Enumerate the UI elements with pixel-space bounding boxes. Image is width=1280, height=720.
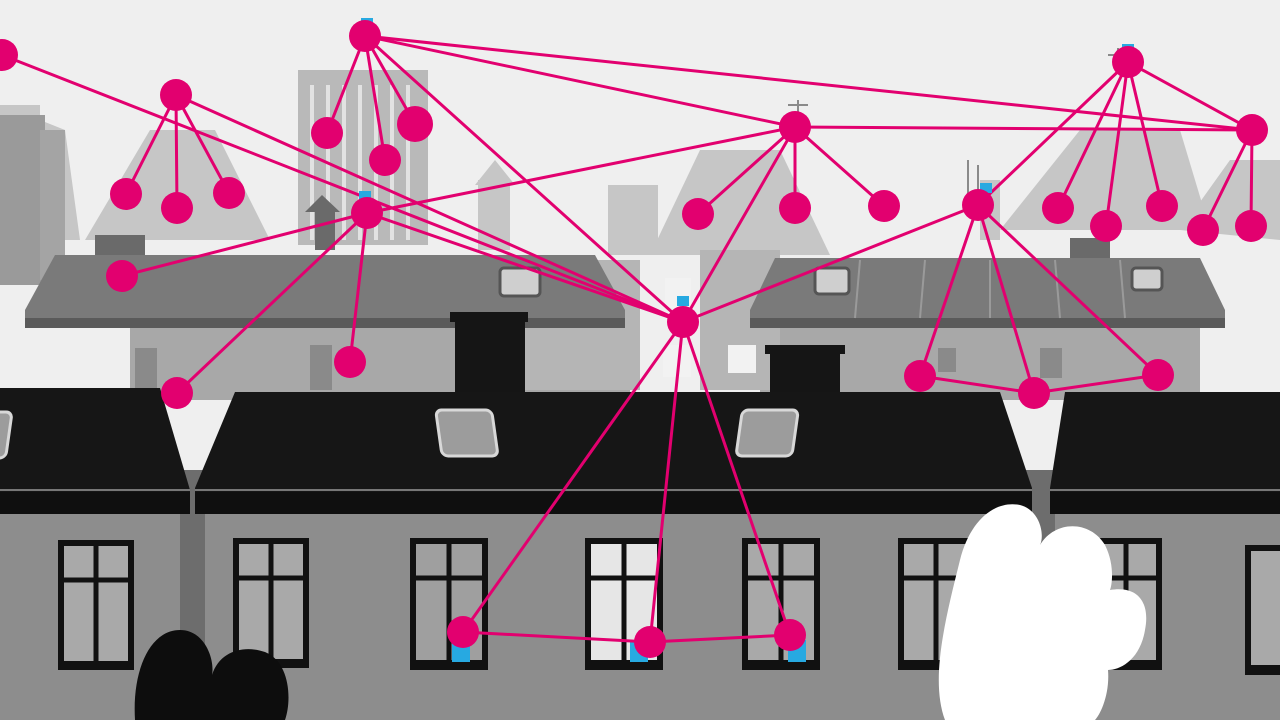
network-leaf-node	[1235, 210, 1267, 242]
network-leaf-node	[1187, 214, 1219, 246]
middle-windows	[135, 278, 1062, 390]
network-link	[793, 125, 1254, 132]
network-link	[648, 633, 792, 644]
network-leaf-node	[1042, 192, 1074, 224]
network-leaf-node	[161, 377, 193, 409]
network-hub-node	[447, 616, 479, 648]
blue-accent	[980, 183, 992, 193]
network-link	[363, 34, 797, 129]
network-hub-node	[774, 619, 806, 651]
network-leaf-node	[779, 192, 811, 224]
network-link	[1056, 60, 1130, 210]
network-leaf-node	[106, 260, 138, 292]
network-leaf-node	[1142, 359, 1174, 391]
network-link	[681, 125, 797, 324]
network-link	[174, 93, 231, 195]
network-hub-node	[634, 626, 666, 658]
network-hub-node	[160, 79, 192, 111]
network-leaf-node	[1146, 190, 1178, 222]
network-leaf-node	[213, 177, 245, 209]
network-link	[365, 211, 685, 324]
network-link	[174, 93, 179, 210]
network-hub-node	[779, 111, 811, 143]
network-hub-node	[667, 306, 699, 338]
network-link	[1032, 373, 1160, 395]
network-link	[976, 203, 1036, 395]
network-leaf-node	[110, 178, 142, 210]
network-leaf-node	[1090, 210, 1122, 242]
window-3	[410, 538, 488, 670]
network-link	[365, 125, 797, 215]
network-link	[175, 211, 369, 395]
network-link	[1104, 60, 1130, 228]
network-link	[696, 125, 797, 216]
window-2	[233, 538, 309, 668]
network-links	[0, 34, 1254, 644]
network-link	[1126, 60, 1254, 132]
network-link	[0, 53, 685, 324]
network-link	[461, 630, 652, 644]
middle-roofs	[25, 255, 1225, 328]
window-1	[58, 540, 134, 670]
foreground-tree	[134, 630, 289, 720]
network-leaf-node	[334, 346, 366, 378]
network-link	[976, 203, 1160, 377]
network-link	[681, 320, 792, 637]
network-leaf-node	[369, 144, 401, 176]
network-link	[1126, 60, 1164, 208]
network-link	[124, 93, 178, 196]
network-link	[793, 125, 886, 208]
network-link	[1249, 128, 1254, 228]
network-link	[918, 203, 980, 378]
window-5	[742, 538, 820, 670]
network-leaf-node	[161, 192, 193, 224]
blue-accent	[677, 296, 689, 306]
network-hub-node	[0, 39, 18, 71]
network-link	[348, 211, 369, 364]
blue-accent	[359, 191, 371, 201]
foreground-cloud	[938, 504, 1147, 720]
network-link	[120, 211, 369, 278]
network-link	[681, 203, 980, 324]
network-link	[174, 93, 685, 324]
network-link	[648, 320, 685, 644]
network-leaf-node	[311, 117, 343, 149]
network-link	[918, 374, 1036, 395]
near-roofs	[0, 388, 1280, 514]
window-8	[1245, 545, 1280, 675]
network-leaf-node	[1018, 377, 1050, 409]
network-leaf-node	[868, 190, 900, 222]
network-leaf-node	[904, 360, 936, 392]
network-link	[976, 60, 1130, 207]
network-hub-node	[349, 20, 381, 52]
chimneys	[450, 312, 845, 396]
network-leaf-node	[682, 198, 714, 230]
network-link	[461, 320, 685, 634]
network-nodes	[0, 20, 1268, 658]
network-hub-node	[962, 189, 994, 221]
network-leaf-node	[397, 106, 433, 142]
network-link	[363, 34, 685, 324]
network-link	[363, 34, 387, 162]
network-hub-node	[1112, 46, 1144, 78]
network-link	[1201, 128, 1254, 232]
network-hub-node	[1236, 114, 1268, 146]
network-hub-node	[351, 197, 383, 229]
network-link	[325, 34, 367, 135]
